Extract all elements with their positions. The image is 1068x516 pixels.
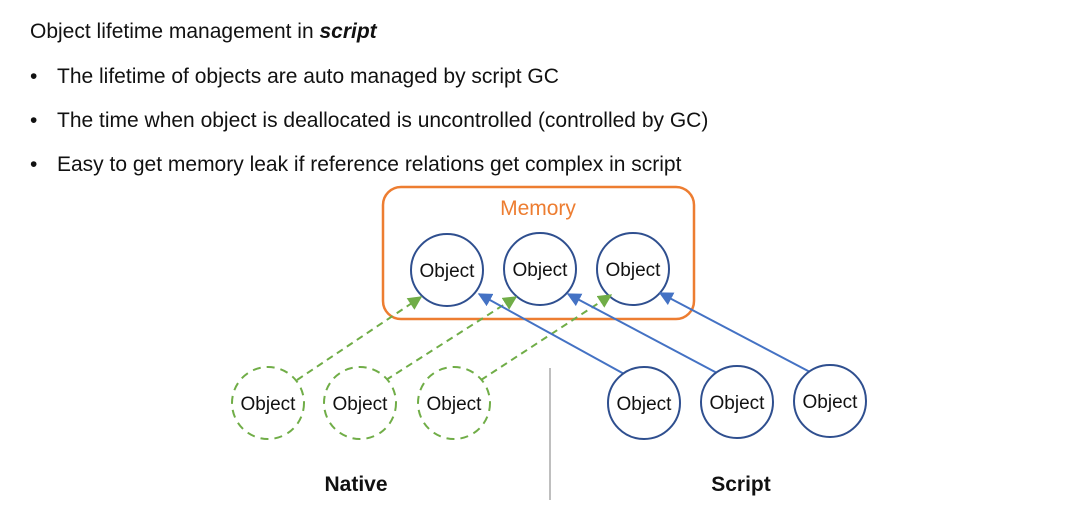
bullet-item: Easy to get memory leak if reference rel…: [30, 148, 708, 192]
script-object-circle: [700, 365, 774, 439]
script-reference-arrow: [477, 293, 627, 376]
memory-box: [381, 185, 696, 321]
native-reference-arrow: [385, 296, 518, 381]
memory-label: Memory: [500, 197, 576, 220]
memory-object-label: Object: [420, 261, 476, 282]
memory-object-circle: [596, 232, 670, 306]
native-reference-arrow: [296, 296, 423, 381]
script-object-label: Object: [710, 393, 766, 414]
bullet-item: The time when object is deallocated is u…: [30, 104, 708, 148]
heading-emphasis: script: [319, 20, 377, 43]
native-object-label: Object: [241, 394, 297, 415]
script-object-label: Object: [617, 394, 673, 415]
native-object-label: Object: [333, 394, 389, 415]
heading: Object lifetime management in script: [30, 20, 377, 44]
native-object-circle: [231, 366, 305, 440]
native-reference-arrow: [480, 294, 613, 381]
native-object-label: Object: [427, 394, 483, 415]
script-reference-arrow: [566, 293, 718, 374]
memory-object-circle: [410, 233, 484, 307]
bullet-list: The lifetime of objects are auto managed…: [30, 60, 708, 192]
memory-object-label: Object: [606, 260, 662, 281]
script-object-circle: [607, 366, 681, 440]
memory-object-circle: [503, 232, 577, 306]
script-reference-arrow: [658, 292, 811, 373]
heading-prefix: Object lifetime management in: [30, 20, 320, 43]
native-object-circle: [417, 366, 491, 440]
native-object-circle: [323, 366, 397, 440]
memory-object-label: Object: [513, 260, 569, 281]
script-label: Script: [711, 473, 771, 496]
bullet-item: The lifetime of objects are auto managed…: [30, 60, 708, 104]
native-label: Native: [324, 473, 387, 496]
script-object-label: Object: [803, 392, 859, 413]
script-object-circle: [793, 364, 867, 438]
